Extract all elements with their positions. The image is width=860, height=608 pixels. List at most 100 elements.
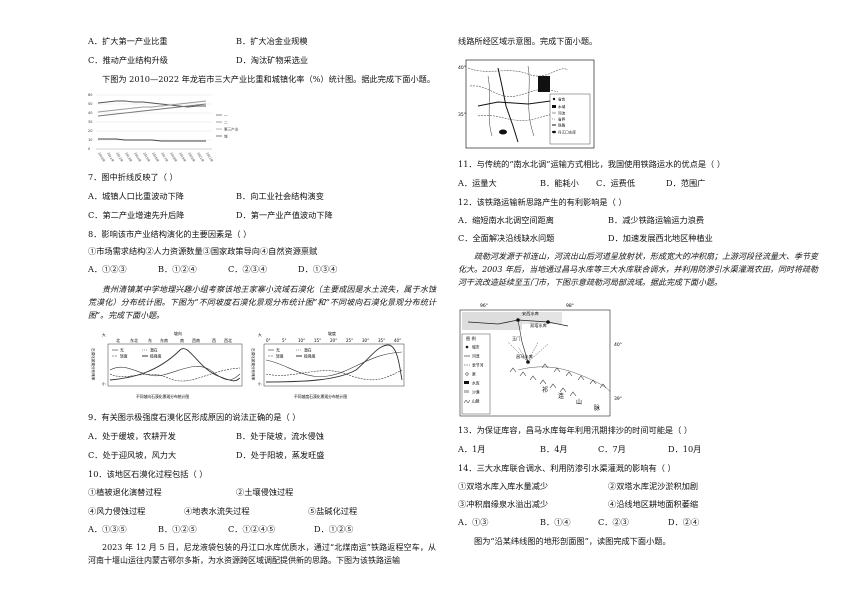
place-label: 双塔水库 (530, 322, 547, 329)
range-label: 脉 (594, 404, 600, 412)
slope-label: 35° (378, 338, 385, 343)
q9-option-d: D．处于阳坡，蒸发旺盛 (236, 450, 325, 460)
q13-option-a: A．1月 (458, 444, 486, 454)
shule-river-map: 96° 98° 40° 39° 安西水库 双塔水库 玉门 昌马水库 祁 连 山 … (459, 303, 622, 417)
ytick: 0 (88, 147, 90, 151)
question-7: 7．图中折线反映了（ ） (88, 172, 178, 182)
desert-intro: 贵州清镇某中学地理兴趣小组考察该地王家寨小流域石漠化（主要成因是水土流失，属于水… (88, 285, 436, 320)
fig2-caption: 不同坡度石漠化景观分布统计图 (294, 394, 347, 399)
q14-option-c: C．②③ (598, 517, 629, 527)
year-tick: 2015年 (142, 151, 152, 163)
q14-option-d: D．②④ (668, 517, 700, 527)
year-tick: 2012年 (115, 151, 125, 163)
q11-option-a: A．运量大 (458, 178, 497, 188)
legend-label: 省会 (558, 97, 566, 102)
option-a: A．扩大第一产业比重 (88, 36, 168, 46)
legend-label: 泉 (472, 372, 476, 377)
option-c: C．推动产业结构升级 (88, 55, 168, 65)
q11-option-c: C．运费低 (596, 178, 636, 188)
ytick: 60 (88, 93, 92, 97)
ytick: 40 (88, 111, 92, 115)
question-11: 11．与传统的“南水北调”运输方式相比，我国使用铁路运水的优点是（ ） (458, 159, 726, 169)
curve-none (109, 366, 241, 381)
place-label: 昌马水库 (516, 353, 533, 360)
slope-label: 20° (330, 338, 337, 343)
q7-option-c: C．第二产业增速先升后降 (88, 210, 185, 220)
q7-option-d: D．第一产业产值波动下降 (236, 210, 333, 220)
rail-intro-cont: 线路所经区域示意图。完成下面小题。 (458, 36, 598, 46)
q10-option-b: B．①②⑤ (158, 524, 197, 534)
question-10: 10．该地区石漠化过程包括（ ） (88, 469, 208, 479)
option-d: D．淘汰矿物采选业 (236, 55, 309, 65)
dir-label: 东 (148, 337, 152, 343)
legend-label: 极强度 (150, 354, 162, 359)
y-max: 大 (102, 332, 106, 337)
q10-option-a: A．①③⑤ (88, 524, 127, 534)
legend-label: 轻度 (276, 354, 284, 359)
slope-label: 40° (394, 338, 401, 343)
q10-item-2: ②土壤侵蚀过程 (236, 487, 294, 497)
year-tick: 2016年 (151, 151, 161, 163)
q10-item-4: ④地表水流失过程 (184, 506, 250, 516)
q13-option-d: D．10月 (668, 444, 702, 454)
legend-label: 极强度 (304, 354, 316, 359)
q8-option-c: C．②③④ (228, 264, 268, 274)
ytick: 10 (88, 138, 92, 142)
legend-label: 二 (224, 121, 228, 125)
y-label: 石漠化景观分布概率 (251, 348, 256, 381)
legend-label: 无 (120, 348, 124, 353)
q12-option-a: A．缩短南水北调空间距离 (458, 215, 554, 225)
ytick: 50 (88, 102, 92, 106)
place-label: 安西水库 (522, 310, 539, 317)
lat-label: 39° (614, 396, 622, 402)
year-tick: 2011年 (106, 151, 116, 163)
question-12: 12．该铁路运输新思路产生的有利影响是（ ） (458, 197, 627, 207)
year-tick: 2018年 (169, 151, 179, 163)
year-tick: 2021年 (196, 151, 206, 163)
slope-label: 25° (346, 338, 353, 343)
q8-option-a: A．①②③ (88, 264, 127, 274)
q14-option-a: A．①③ (458, 517, 489, 527)
slope-label: 5° (282, 338, 287, 343)
curve-light-2 (265, 369, 403, 381)
q8-option-b: B．①②④ (158, 264, 197, 274)
lat-label: 35° (458, 112, 466, 118)
dir-label: 东南 (160, 337, 168, 343)
option-b: B．扩大冶金业规模 (236, 36, 308, 46)
legend-label: 铁路 (558, 123, 566, 128)
rail-map: 40° 35° 省会 水域 河流 省界 铁路 丹江口水库 (458, 59, 595, 149)
dir-label: 南 (180, 337, 184, 343)
legend-label: 丹江口水库 (558, 130, 576, 135)
q12-option-d: D．加速发展西北地区种植业 (608, 233, 713, 243)
q8-statements: ①市场需求结构②人力资源数量③国家政策导向④自然资源禀赋 (88, 246, 318, 256)
legend-label: 河流 (472, 354, 480, 359)
legend-label: 城市 (472, 345, 480, 350)
slope-label: 0° (266, 338, 271, 343)
slope-label: 30° (362, 338, 369, 343)
ytick: 20 (88, 129, 92, 133)
legend-label: 山脉 (472, 399, 480, 404)
fig1-title: 坡向 (174, 330, 182, 336)
q14-option-b: B．①④ (540, 517, 571, 527)
q9-option-b: B．处于陡坡，流水侵蚀 (236, 431, 324, 441)
year-tick: 2010年 (97, 151, 107, 163)
legend-label: 潜在 (304, 348, 312, 353)
legend-label: 季节河 (472, 363, 484, 368)
q14-item-3: ③冲积扇缘泉水溢出减少 (458, 499, 549, 509)
range-label: 连 (558, 392, 564, 400)
q9-option-c: C．处于迎风坡，风力大 (88, 450, 177, 460)
year-tick: 2020年 (187, 151, 197, 163)
y-max: 大 (258, 332, 262, 337)
q13-option-c: C．7月 (598, 444, 626, 454)
lat-label: 40° (614, 342, 622, 348)
q7-option-b: B．向工业社会结构演变 (236, 191, 324, 201)
question-14: 14．三大水库联合调水、利用防渗引水渠灌溉的影响有（ ） (458, 463, 676, 473)
q14-item-1: ①双塔水库入库水量减少 (458, 481, 549, 491)
slope-label: 15° (314, 338, 321, 343)
q10-option-d: D．①②⑤ (314, 524, 354, 534)
q13-option-b: B．4月 (540, 444, 568, 454)
dir-label: 东北 (130, 337, 138, 343)
legend-title: 图 例 (466, 335, 476, 342)
curve-severe-2 (265, 344, 403, 383)
legend-label: 无 (276, 348, 280, 353)
